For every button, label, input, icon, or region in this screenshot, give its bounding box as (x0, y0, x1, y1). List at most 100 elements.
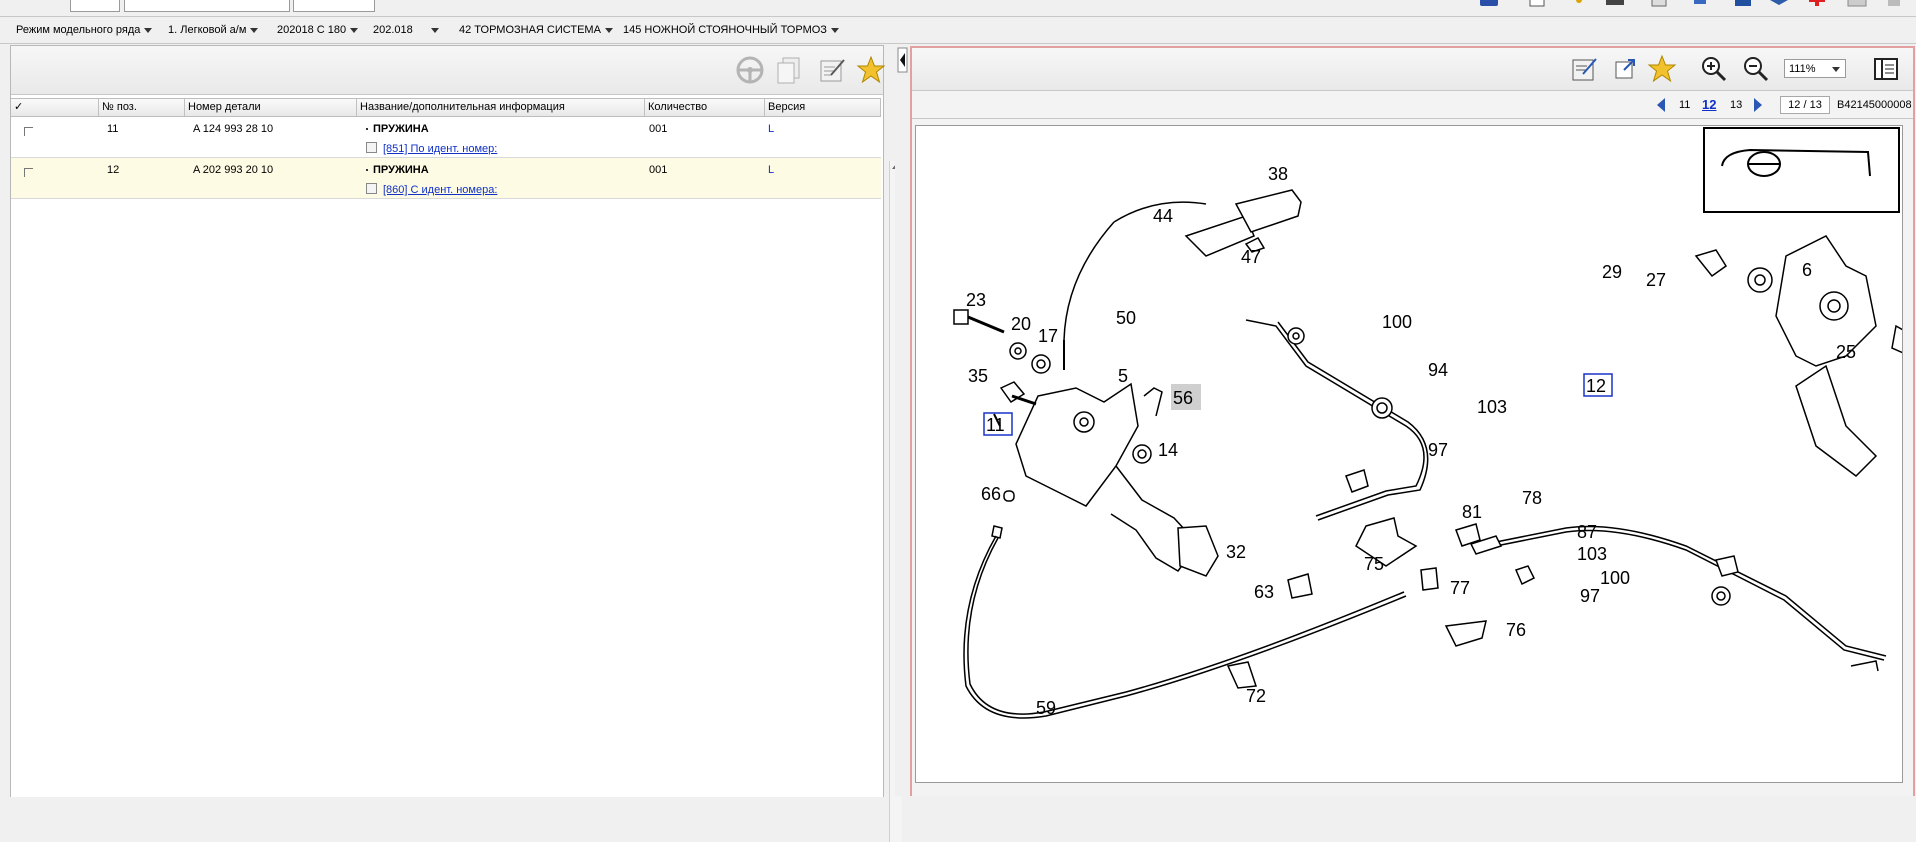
callout-66[interactable]: 66 (981, 484, 1001, 504)
callout-35[interactable]: 35 (968, 366, 988, 386)
document-icon[interactable] (1526, 0, 1548, 12)
drawing-toolbar: 111% (912, 48, 1913, 91)
panel-splitter[interactable] (895, 45, 910, 796)
callout-44[interactable]: 44 (1153, 206, 1173, 226)
row-checkbox[interactable] (24, 127, 33, 136)
callout-100[interactable]: 100 (1600, 568, 1630, 588)
row-checkbox[interactable] (24, 168, 33, 177)
parts-panel: ✓ № поз. Номер детали Название/дополните… (10, 45, 902, 842)
small-parts (1226, 327, 1879, 689)
fit-page-icon[interactable] (1609, 53, 1641, 85)
callout-59[interactable]: 59 (1036, 698, 1056, 718)
column-quantity[interactable]: Количество (645, 99, 765, 116)
zoom-out-icon[interactable] (1740, 53, 1772, 85)
callout-6[interactable]: 6 (1802, 260, 1812, 280)
page-link-current[interactable]: 12 (1702, 97, 1717, 112)
page-link-prev[interactable]: 11 (1679, 99, 1691, 111)
breadcrumb: Режим модельного ряда 1. Легковой а/м 20… (0, 17, 1916, 44)
car-icon[interactable] (1478, 0, 1500, 12)
callout-11[interactable]: 11 (986, 415, 1005, 435)
column-position[interactable]: № поз. (99, 99, 185, 116)
column-check[interactable]: ✓ (11, 99, 99, 116)
exit-icon[interactable] (1884, 0, 1906, 12)
callout-32[interactable]: 32 (1226, 542, 1246, 562)
steering-wheel-icon[interactable] (734, 54, 766, 86)
edit-notes-icon[interactable] (1568, 53, 1600, 85)
breadcrumb-type[interactable]: 202.018 (373, 24, 439, 36)
callout-27[interactable]: 27 (1646, 270, 1666, 290)
tools-icon[interactable] (1568, 0, 1590, 12)
table-row[interactable]: 12 A 202 993 20 10 ПРУЖИНА 001 L [860] С… (11, 158, 881, 199)
table-row[interactable]: 11 A 124 993 28 10 ПРУЖИНА 001 L [851] П… (11, 117, 881, 158)
edit-notes-icon[interactable] (816, 54, 848, 86)
chevron-down-icon (830, 27, 839, 33)
panel-toggle-icon[interactable] (1870, 53, 1902, 85)
top-field-2[interactable] (124, 0, 290, 12)
callout-103[interactable]: 103 (1477, 397, 1507, 417)
page-link-next[interactable]: 13 (1730, 99, 1743, 111)
row-info-link[interactable]: [851] По идент. номер: (383, 143, 498, 155)
collapse-arrow-icon[interactable] (895, 45, 910, 75)
breadcrumb-subgroup[interactable]: 145 НОЖНОЙ СТОЯНОЧНЫЙ ТОРМОЗ (623, 24, 839, 36)
callout-94[interactable]: 94 (1428, 360, 1448, 380)
row-version: L (768, 123, 775, 135)
callout-81[interactable]: 81 (1462, 502, 1482, 522)
column-part-number[interactable]: Номер детали (185, 99, 357, 116)
callout-14[interactable]: 14 (1158, 440, 1178, 460)
callout-97[interactable]: 97 (1580, 586, 1600, 606)
column-version[interactable]: Версия (765, 99, 881, 116)
callout-12[interactable]: 12 (1586, 376, 1606, 396)
callout-87[interactable]: 87 (1577, 522, 1597, 542)
callout-63[interactable]: 63 (1254, 582, 1274, 602)
callout-97[interactable]: 97 (1428, 440, 1448, 460)
save-icon[interactable] (1732, 0, 1754, 12)
highlighted-callout-box (983, 412, 1013, 436)
callout-78[interactable]: 78 (1522, 488, 1542, 508)
next-page-icon[interactable] (1752, 97, 1764, 113)
parts-drawing[interactable]: 38 44 47 50 23 20 17 35 5 56 11 14 66 32… (915, 125, 1903, 783)
report-icon[interactable] (1648, 0, 1670, 12)
callout-103[interactable]: 103 (1577, 544, 1607, 564)
callout-5[interactable]: 5 (1118, 366, 1128, 386)
callout-47[interactable]: 47 (1241, 247, 1261, 267)
breadcrumb-group[interactable]: 42 ТОРМОЗНАЯ СИСТЕМА (459, 24, 613, 36)
callout-76[interactable]: 76 (1506, 620, 1526, 640)
callout-56[interactable]: 56 (1173, 388, 1193, 408)
callout-75[interactable]: 75 (1364, 554, 1384, 574)
page-number-input[interactable]: 12 / 13 (1780, 96, 1830, 114)
chevron-down-icon (350, 27, 359, 33)
marked-callout-box (1171, 384, 1201, 410)
callout-17[interactable]: 17 (1038, 326, 1058, 346)
callout-25[interactable]: 25 (1836, 342, 1856, 362)
breadcrumb-label: 42 ТОРМОЗНАЯ СИСТЕМА (459, 24, 601, 36)
breadcrumb-mode[interactable]: Режим модельного ряда (16, 24, 153, 36)
callout-23[interactable]: 23 (966, 290, 986, 310)
column-name[interactable]: Название/дополнительная информация (357, 99, 645, 116)
window-icon[interactable] (1846, 0, 1868, 12)
stack-icon[interactable] (1768, 0, 1790, 12)
printer-icon[interactable] (1604, 0, 1626, 12)
zoom-in-icon[interactable] (1698, 53, 1730, 85)
callout-100[interactable]: 100 (1382, 312, 1412, 332)
callout-72[interactable]: 72 (1246, 686, 1266, 706)
row-info-link[interactable]: [860] С идент. номера: (383, 184, 498, 196)
top-field-3[interactable] (293, 0, 375, 12)
favorite-star-icon[interactable] (1646, 53, 1678, 85)
callout-50[interactable]: 50 (1116, 308, 1136, 328)
copy-icon[interactable] (773, 54, 805, 86)
row-version: L (768, 164, 775, 176)
breadcrumb-model[interactable]: 202018 C 180 (277, 24, 359, 36)
document-icon (366, 142, 377, 153)
callout-77[interactable]: 77 (1450, 578, 1470, 598)
callout-29[interactable]: 29 (1602, 262, 1622, 282)
callout-20[interactable]: 20 (1011, 314, 1031, 334)
breadcrumb-vehicle-class[interactable]: 1. Легковой а/м (168, 24, 259, 36)
book-icon[interactable] (1690, 0, 1712, 12)
zoom-select[interactable]: 111% (1784, 59, 1846, 78)
previous-page-icon[interactable] (1655, 97, 1667, 113)
top-field-1[interactable] (70, 0, 120, 12)
favorite-star-icon[interactable] (855, 54, 887, 86)
chevron-down-icon (1832, 67, 1840, 72)
callout-38[interactable]: 38 (1268, 164, 1288, 184)
add-icon[interactable] (1806, 0, 1828, 12)
